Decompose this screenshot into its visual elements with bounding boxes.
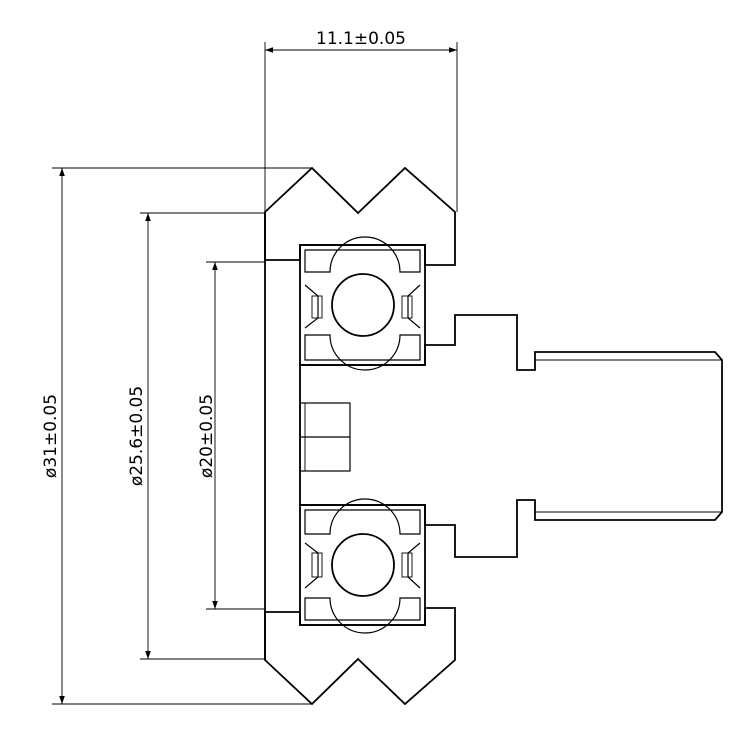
bearing-top-seal-left bbox=[304, 284, 319, 329]
bore-diameter-label: ø20±0.05 bbox=[197, 394, 217, 478]
width-label: 11.1±0.05 bbox=[316, 29, 406, 49]
bearing-top-inner-ring bbox=[304, 334, 421, 371]
bearing-top-cage-right bbox=[401, 295, 413, 319]
groove-diameter-label: ø25.6±0.05 bbox=[127, 386, 147, 486]
tyre-top bbox=[264, 166, 456, 266]
bearing-bottom-cage-right bbox=[401, 552, 413, 578]
bearing-top-outer-ring bbox=[304, 236, 421, 273]
bearing-bottom-ball bbox=[331, 533, 395, 597]
dimension-outer-diameter: ø31±0.05 bbox=[41, 167, 312, 705]
bearing-bottom bbox=[299, 498, 426, 634]
bearing-top-cage-left bbox=[311, 295, 323, 319]
shaft-body bbox=[299, 314, 723, 558]
shaft bbox=[299, 314, 723, 558]
tyre-bottom-body bbox=[264, 607, 456, 706]
bearing-top bbox=[299, 236, 426, 371]
bearing-top-outer bbox=[299, 244, 426, 366]
bearing-bottom-outer bbox=[299, 504, 426, 626]
bearing-bottom-cage-left bbox=[311, 552, 323, 578]
bearing-bottom-seal-right bbox=[407, 542, 421, 589]
bearing-bottom-seal-left bbox=[304, 542, 319, 589]
dimension-groove-diameter: ø25.6±0.05 bbox=[127, 212, 265, 660]
bearing-bottom-outer-ring bbox=[304, 597, 421, 634]
bearing-bottom-inner-ring bbox=[304, 498, 421, 535]
outer-diameter-label: ø31±0.05 bbox=[41, 394, 61, 478]
dimension-width: 11.1±0.05 bbox=[264, 29, 458, 212]
tyre-bottom bbox=[264, 607, 456, 706]
bearing-top-seal-right bbox=[407, 284, 421, 329]
bearing-top-ball bbox=[331, 273, 395, 337]
tyre-top-body bbox=[264, 166, 456, 266]
dimension-bore-diameter: ø20±0.05 bbox=[197, 261, 265, 610]
